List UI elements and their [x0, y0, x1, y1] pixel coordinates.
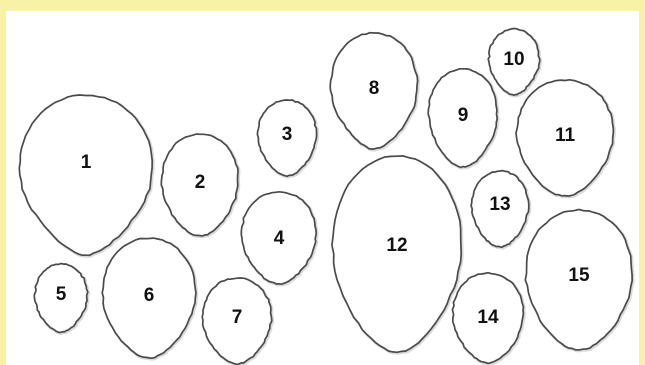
leaf-6: 6 [102, 238, 197, 359]
leaf-3: 3 [257, 100, 317, 177]
leaf-12: 12 [332, 156, 462, 353]
leaf-4: 4 [241, 192, 317, 285]
leaf-number-label: 5 [56, 284, 67, 305]
leaf-number-label: 3 [282, 124, 293, 145]
leaf-number-label: 11 [555, 125, 576, 146]
leaf-9: 9 [428, 69, 498, 169]
leaf-2: 2 [161, 134, 239, 237]
leaf-number-label: 1 [81, 152, 92, 173]
leaf-10: 10 [488, 29, 541, 97]
leaf-11: 11 [516, 80, 614, 197]
leaf-14: 14 [452, 273, 524, 365]
leaf-13: 13 [471, 171, 530, 249]
leaf-number-label: 2 [195, 172, 206, 193]
leaf-1: 1 [19, 95, 153, 256]
leaf-number-label: 4 [274, 228, 285, 249]
leaf-number-label: 6 [144, 285, 155, 306]
leaf-number-label: 10 [503, 49, 524, 70]
leaf-number-label: 8 [369, 78, 380, 99]
leaf-number-label: 9 [458, 105, 469, 126]
leaf-number-label: 7 [232, 307, 243, 328]
leaf-number-label: 13 [489, 194, 510, 215]
leaf-number-label: 12 [386, 235, 407, 256]
leaf-15: 15 [525, 210, 633, 351]
leaf-8: 8 [330, 33, 418, 150]
leaf-5: 5 [34, 264, 89, 334]
leaf-number-label: 15 [568, 265, 590, 286]
leaf-7: 7 [202, 278, 273, 365]
leaf-outline [19, 95, 152, 255]
leaf-number-label: 14 [477, 307, 499, 328]
